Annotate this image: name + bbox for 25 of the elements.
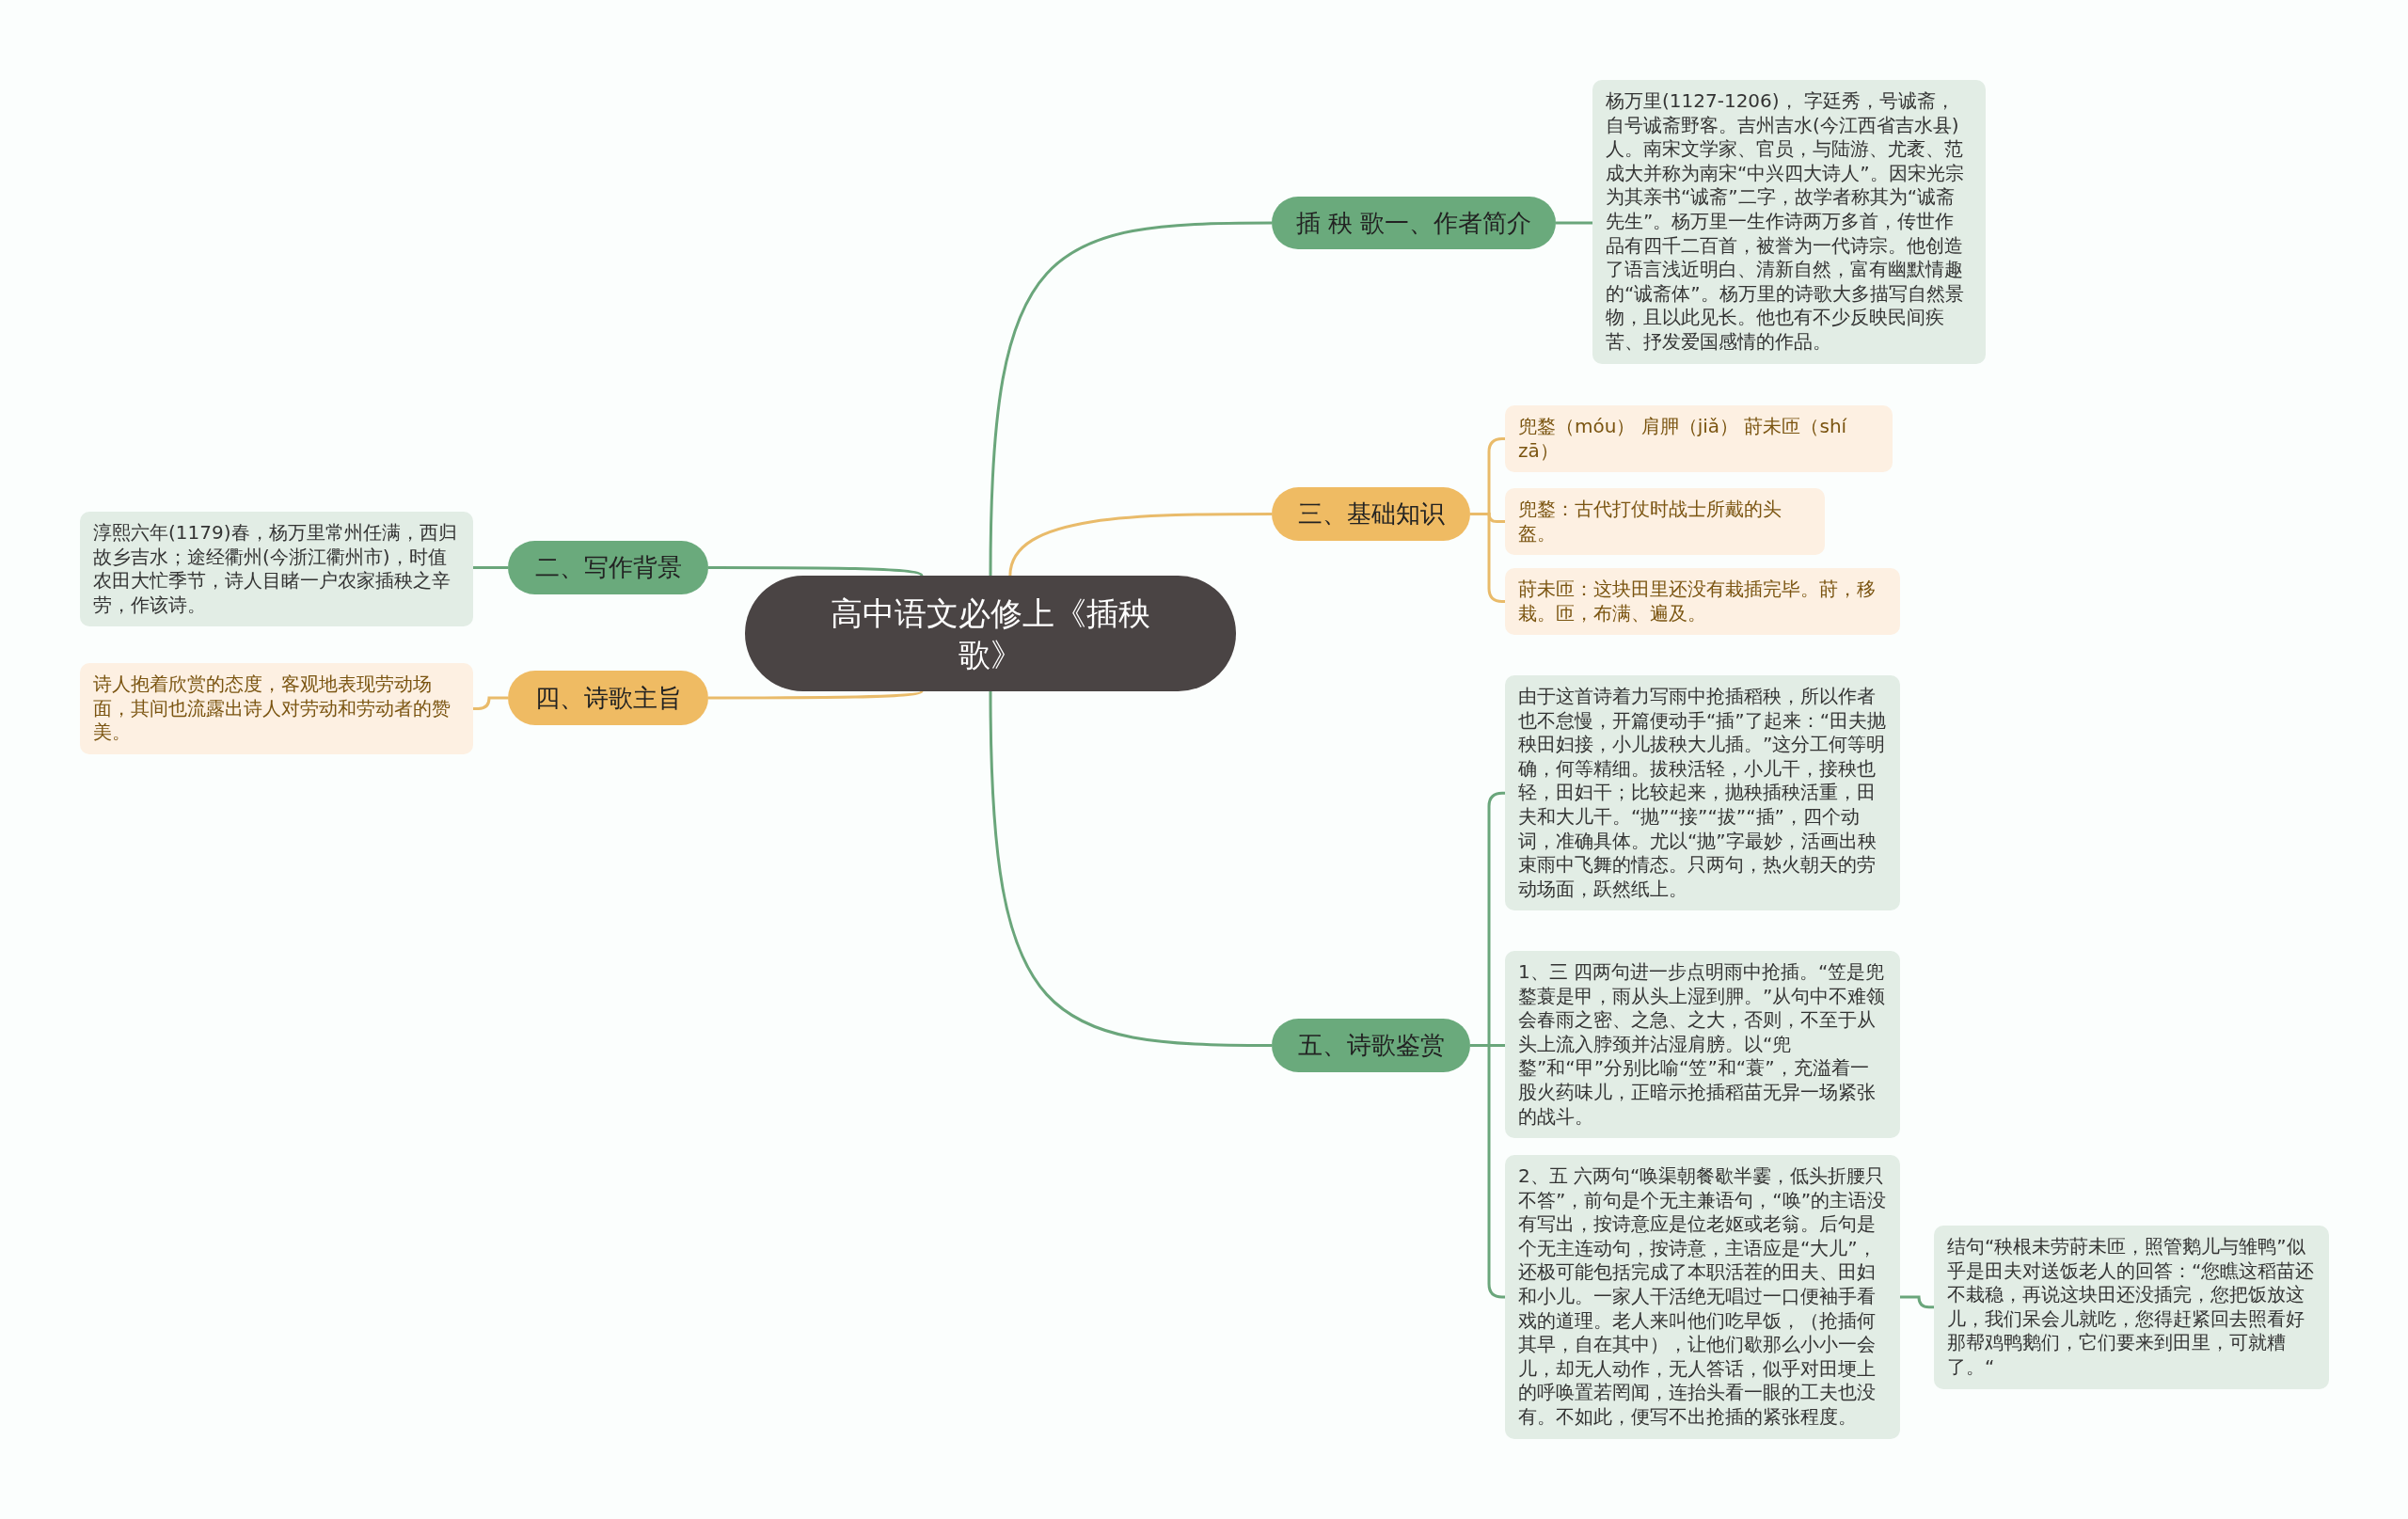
connector-line	[1008, 513, 1272, 577]
connector-line	[473, 696, 508, 710]
note-card: 2、五 六两句“唤渠朝餐歇半霎，低头折腰只不答”，前句是个无主兼语句，“唤”的主语没有写出，按诗意应是位老妪或老翁。后句是个无主连动句，按诗意，主语应是“大儿”，还极可能包括完成了本职活茬的田夫、田妇和小儿。一家人干活绝无唱过一口便袖手看戏的道理。老人来叫他们吃早饭，（抢插何其早，自在其中），让他们歇那么小小一会儿，却无人动作，无人答话，似乎对田埂上的呼唤置若罔闻，连抬头看一眼的工夫也没有。不如此，便写不出抢插的紧张程度。	[1505, 1155, 1900, 1439]
branch-pill: 五、诗歌鉴赏	[1272, 1019, 1470, 1072]
connector-line	[708, 566, 923, 578]
connector-line	[1556, 221, 1592, 225]
note-card: 杨万里(1127-1206)， 字廷秀，号诚斋，自号诚斋野客。吉州吉水(今江西省吉水县)人。南宋文学家、官员，与陆游、尤袤、范成大并称为南宋“中兴四大诗人”。因宋光宗为其亲书“诚斋”二字，故学者称其为“诚斋先生”。杨万里一生作诗两万多首，传世作品有四千二百首，被誉为一代诗宗。他创造了语言浅近明白、清新自然，富有幽默情趣的“诚斋体”。杨万里的诗歌大多描写自然景物，且以此见长。他也有不少反映民间疾苦、抒发爱国感情的作品。	[1592, 80, 1986, 364]
note-card: 由于这首诗着力写雨中抢插稻秧，所以作者也不怠慢，开篇便动手“插”了起来：“田夫抛秧田妇接，小儿拔秧大儿插。”这分工何等明确，何等精细。拔秧活轻，小儿干，接秧也轻，田妇干；比较起来，抛秧插秧活重，田夫和大儿干。“抛”“接”“拔”“插”，四个动词，准确具体。尤以“抛”字最妙，活画出秧束雨中飞舞的情态。只两句，热火朝天的劳动场面，跃然纸上。	[1505, 675, 1900, 911]
branch-pill: 三、基础知识	[1272, 487, 1470, 541]
connector-line	[473, 566, 508, 569]
note-card: 兜鍪：古代打仗时战士所戴的头盔。	[1505, 488, 1825, 556]
connector-line	[1900, 1295, 1934, 1309]
connector-line	[989, 221, 1272, 577]
branch-pill: 二、写作背景	[508, 541, 708, 594]
branch-pill: 四、诗歌主旨	[508, 671, 708, 725]
note-card: 1、三 四两句进一步点明雨中抢插。“笠是兜鍪蓑是甲，雨从头上湿到胛。”从句中不难领会春雨之密、之急、之大，否则，不至于从头上流入脖颈并沾湿肩膀。以“兜鍪”和“甲”分别比喻“笠”和“蓑”，充溢着一股火药味儿，正暗示抢插稻苗无异一场紧张的战斗。	[1505, 951, 1900, 1139]
connector-line	[989, 690, 1272, 1047]
note-card: 兜鍪（móu） 肩胛（jiǎ） 莳未匝（shí zā）	[1505, 405, 1893, 473]
note-card: 莳未匝：这块田里还没有栽插完毕。莳，移栽。匝，布满、遍及。	[1505, 568, 1900, 636]
central-topic-pill: 高中语文必修上《插秧歌》	[745, 576, 1236, 691]
branch-pill: 插 秧 歌一、作者简介	[1272, 197, 1556, 249]
note-card: 结句“秧根未劳莳未匝，照管鹅儿与雏鸭”似乎是田夫对送饭老人的回答：“您瞧这稻苗还不栽稳，再说这块田还没插完，您把饭放这儿，我们呆会儿就吃，您得赶紧回去照看好那帮鸡鸭鹅们，它们要来到田里，可就糟了。“	[1934, 1226, 2329, 1389]
connector-line	[708, 689, 923, 700]
note-card: 淳熙六年(1179)春，杨万里常州任满，西归故乡吉水；途经衢州(今浙江衢州市)，时值农田大忙季节，诗人目睹一户农家插秧之辛劳，作该诗。	[80, 512, 473, 627]
note-card: 诗人抱着欣赏的态度，客观地表现劳动场面，其间也流露出诗人对劳动和劳动者的赞美。	[80, 663, 473, 754]
